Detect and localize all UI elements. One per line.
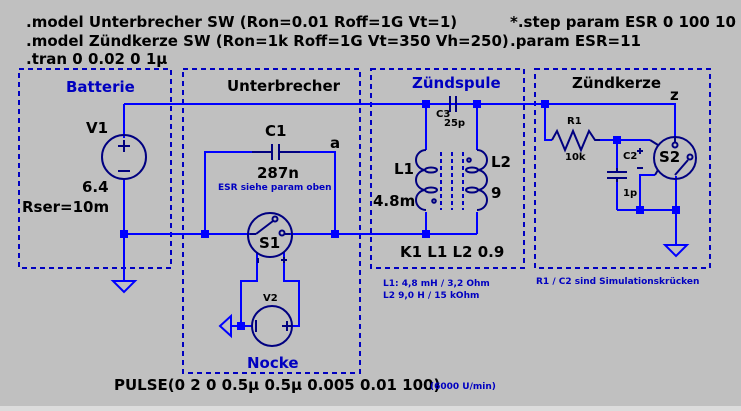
l2-value[interactable]: 9: [491, 184, 502, 202]
v1-name[interactable]: V1: [86, 119, 109, 137]
c2-name[interactable]: C2: [623, 151, 638, 162]
block-title-nocke: Nocke: [247, 354, 299, 372]
ground-icon: [662, 244, 690, 258]
block-title-zuendspule: Zündspule: [412, 74, 501, 92]
block-title-unterbrecher: Unterbrecher: [227, 77, 341, 95]
block-frames: [18, 68, 711, 374]
l2-name[interactable]: L2: [491, 153, 511, 171]
ground-icon: [218, 313, 232, 339]
directive-step[interactable]: *.step param ESR 0 100 10: [510, 13, 736, 31]
net-label-z[interactable]: z: [670, 86, 679, 104]
v1-value[interactable]: 6.4: [82, 178, 109, 196]
capacitor-icon: [252, 144, 300, 160]
transformer-icon: [415, 149, 488, 211]
frame-batterie: [18, 68, 172, 269]
k1-statement[interactable]: K1 L1 L2 0.9: [400, 243, 505, 261]
c2-value[interactable]: 1p: [623, 188, 638, 199]
c3-value[interactable]: 25p: [444, 118, 466, 129]
coil-note-l2: L2 9,0 H / 15 kOhm: [383, 291, 480, 301]
frame-zuendspule: [370, 68, 525, 269]
block-title-batterie: Batterie: [66, 78, 135, 96]
directive-model-unterbrecher[interactable]: .model Unterbrecher SW (Ron=0.01 Roff=1G…: [26, 13, 458, 31]
directive-model-zuendkerze[interactable]: .model Zündkerze SW (Ron=1k Roff=1G Vt=3…: [26, 32, 509, 50]
frame-unterbrecher: [182, 68, 361, 374]
v2-name[interactable]: V2: [263, 293, 278, 304]
component-symbols: [101, 96, 697, 347]
coil-note-l1: L1: 4,8 mH / 3,2 Ohm: [383, 279, 490, 289]
v2-rpm-note: (6000 U/min): [430, 382, 496, 392]
switch-icon: [637, 136, 697, 180]
r1-value[interactable]: 10k: [565, 152, 586, 163]
v1-rser[interactable]: Rser=10m: [22, 198, 110, 216]
l1-name[interactable]: L1: [394, 160, 414, 178]
resistor-icon: [551, 128, 600, 153]
c3-name[interactable]: C3: [436, 109, 451, 120]
directive-tran[interactable]: .tran 0 0.02 0 1µ: [26, 50, 168, 68]
v2-pulse[interactable]: PULSE(0 2 0 0.5µ 0.5µ 0.005 0.01 100): [114, 376, 441, 394]
block-title-zuendkerze: Zündkerze: [572, 74, 662, 92]
ground-symbols: [110, 244, 690, 339]
sim-note: R1 / C2 sind Simulationskrücken: [536, 277, 700, 287]
c1-name[interactable]: C1: [265, 122, 287, 140]
r1-name[interactable]: R1: [567, 116, 582, 127]
pulse-source-icon: [251, 305, 293, 347]
ground-icon: [110, 280, 138, 294]
l1-value[interactable]: 4.8m: [373, 192, 416, 210]
capacitor-icon: [607, 168, 627, 182]
junctions: [120, 100, 680, 330]
directive-param[interactable]: .param ESR=11: [510, 32, 641, 50]
c1-esr-note: ESR siehe param oben: [218, 183, 332, 193]
switch-icon: [247, 212, 293, 263]
s1-name[interactable]: S1: [259, 234, 281, 252]
status-strip: [0, 406, 741, 411]
c1-value[interactable]: 287n: [257, 164, 299, 182]
net-label-a[interactable]: a: [330, 134, 341, 152]
capacitor-icon: [449, 96, 457, 112]
voltage-source-icon: [101, 134, 147, 180]
s2-name[interactable]: S2: [659, 148, 681, 166]
frame-zuendkerze: [534, 68, 711, 269]
